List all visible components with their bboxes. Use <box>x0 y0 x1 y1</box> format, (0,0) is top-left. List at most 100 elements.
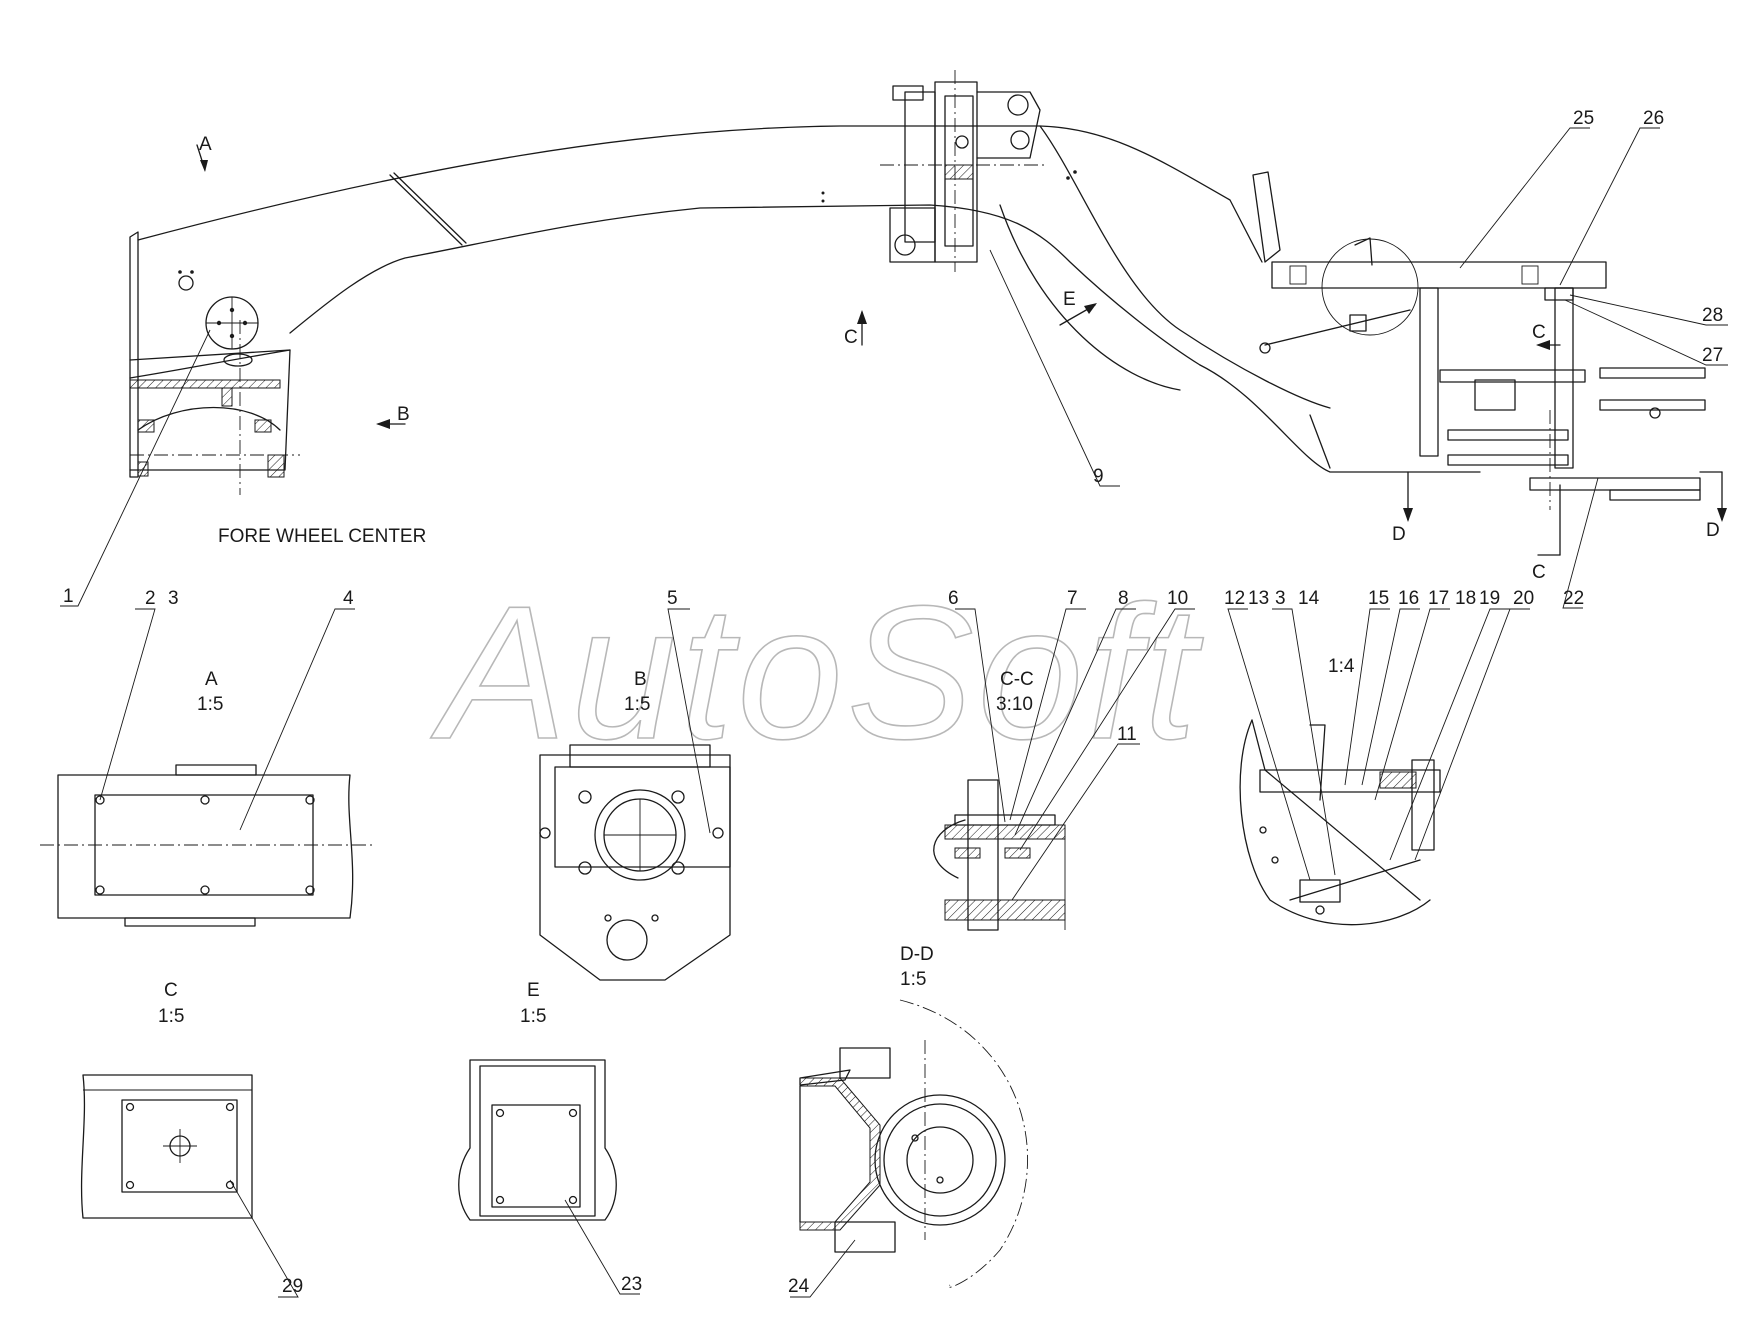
fore-wheel-center-caption: FORE WHEEL CENTER <box>218 526 426 547</box>
cover-bolt <box>216 320 222 326</box>
callout-20: 20 <box>1513 588 1534 609</box>
rear-diag <box>1309 414 1331 469</box>
rear-bottom-rail-2 <box>1609 489 1701 501</box>
svg-text:B: B <box>397 404 410 425</box>
callout-11: 11 <box>1117 724 1137 745</box>
callout-10: 10 <box>1167 588 1188 609</box>
front-plate <box>129 231 139 478</box>
view-b-scale: 1:5 <box>624 694 650 715</box>
callout-17: 17 <box>1428 588 1449 609</box>
weld-seam-2 <box>393 172 467 244</box>
callout-5: 5 <box>667 588 678 609</box>
callout-13: 13 <box>1248 588 1269 609</box>
slot-hole <box>223 353 253 367</box>
pivot-lug <box>976 91 1041 159</box>
cover-bolt <box>242 320 248 326</box>
beam-upper-edge <box>137 125 1263 263</box>
mount-foot-right <box>254 419 272 433</box>
cover-bolt <box>229 333 235 339</box>
callout-2: 2 <box>145 588 156 609</box>
callout-7: 7 <box>1067 588 1078 609</box>
rear-post-left <box>1419 287 1439 457</box>
callout-26: 26 <box>1643 108 1664 129</box>
pivot-bearing <box>944 164 974 180</box>
mount-top-wave <box>129 349 291 379</box>
small-dot <box>190 270 194 274</box>
callout-3: 3 <box>168 588 179 609</box>
view-arrow-a: A <box>196 134 212 172</box>
lower-bracket <box>889 207 936 263</box>
view-e: E 1:5 23 <box>458 980 642 1295</box>
view-b: B 1:5 5 <box>539 588 731 981</box>
view-e-scale: 1:5 <box>520 1006 546 1027</box>
inner-curve <box>999 204 1181 391</box>
small-hole <box>178 275 194 291</box>
view-arrow-e: E <box>1059 289 1097 326</box>
callout-9: 9 <box>1093 466 1104 487</box>
rear-curve <box>1039 125 1331 409</box>
callout-23: 23 <box>621 1274 642 1295</box>
rear-upright-plate <box>1252 171 1281 263</box>
view-a-scale: 1:5 <box>197 694 223 715</box>
svg-text:C: C <box>1532 562 1546 583</box>
view-detail-scale: 1:4 <box>1328 656 1355 677</box>
frame-tab <box>1289 265 1307 285</box>
rear-bottom-rail <box>1529 477 1701 491</box>
lug-hole <box>1007 94 1029 116</box>
view-dd: D-D 1:5 24 <box>788 944 1028 1298</box>
small-dot <box>821 191 825 195</box>
section-marker-d: D D <box>1392 471 1727 545</box>
callout-16: 16 <box>1398 588 1419 609</box>
rear-post-right <box>1554 287 1574 469</box>
callout-25: 25 <box>1573 108 1594 129</box>
detail-lever <box>1354 237 1373 266</box>
svg-text:D: D <box>1706 520 1720 541</box>
rear-top-frame <box>1271 261 1607 289</box>
callout-12: 12 <box>1224 588 1245 609</box>
callout-18: 18 <box>1455 588 1476 609</box>
cover-bolt <box>229 307 235 313</box>
svg-text:C: C <box>844 327 858 348</box>
view-c-scale: 1:5 <box>158 1006 184 1027</box>
frame-tab <box>1521 265 1539 285</box>
mount-rib <box>221 387 233 407</box>
pivot-bracket <box>904 91 936 243</box>
main-callouts: 1 9 25 26 28 27 22 <box>60 108 1728 609</box>
view-arrow-c1: C <box>844 310 867 348</box>
callout-19: 19 <box>1479 588 1500 609</box>
beam-lower-edge <box>289 204 1201 366</box>
pivot-bolt-head <box>892 85 924 101</box>
rear-block <box>1474 379 1516 411</box>
callout-1: 1 <box>63 586 74 607</box>
rear-disc-2 <box>1447 454 1569 466</box>
view-c: C 1:5 29 <box>80 980 303 1298</box>
mount-flange <box>129 379 281 389</box>
svg-text:C: C <box>1532 322 1546 343</box>
mount-foot-left <box>137 419 155 433</box>
view-arrow-b: B <box>376 404 410 429</box>
mount-base-right <box>267 454 285 478</box>
detail-circle <box>1321 238 1419 336</box>
small-dot <box>178 270 182 274</box>
cable-clamp <box>1349 314 1367 332</box>
callout-14: 14 <box>1298 588 1320 609</box>
callout-29: 29 <box>282 1276 303 1297</box>
view-b-title: B <box>634 669 647 690</box>
view-cc-scale: 3:10 <box>996 694 1033 715</box>
view-cc-title: C-C <box>1000 669 1034 690</box>
svg-text:D: D <box>1392 524 1406 545</box>
view-a-title: A <box>205 669 218 690</box>
small-dot <box>1066 176 1070 180</box>
rear-disc <box>1447 429 1569 441</box>
callout-27: 27 <box>1702 345 1723 366</box>
small-dot <box>821 199 825 203</box>
small-dot <box>1073 170 1077 174</box>
lug-hole-2 <box>1010 130 1030 150</box>
callout-15: 15 <box>1368 588 1389 609</box>
rear-cap <box>1544 287 1574 301</box>
callout-3b: 3 <box>1275 588 1286 609</box>
callout-28: 28 <box>1702 305 1723 326</box>
main-elevation-view: A B C E C C D <box>129 70 1727 583</box>
rear-arm-pin <box>1649 407 1661 419</box>
